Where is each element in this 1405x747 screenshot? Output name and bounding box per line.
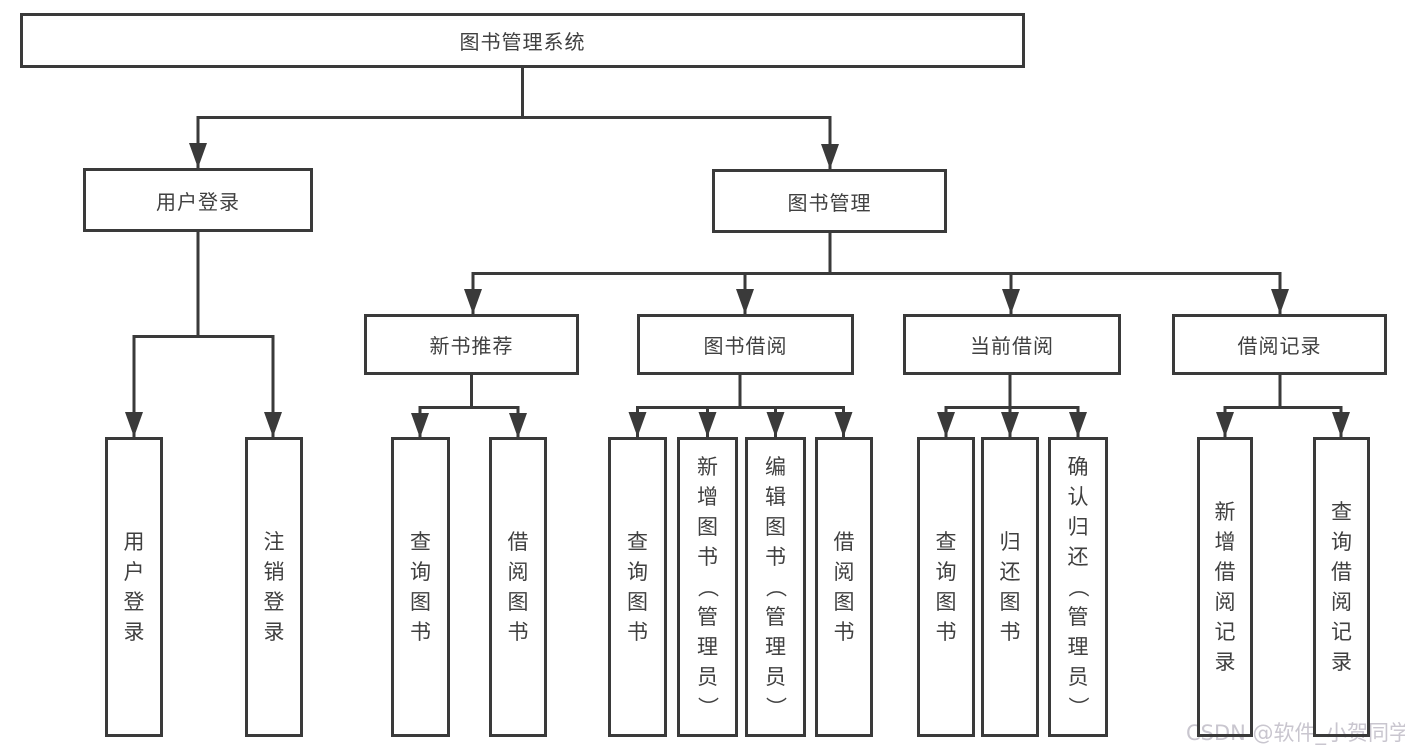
node-current-borrowing: 当前借阅 — [903, 314, 1121, 375]
leaf-query-books: 查询图书 — [608, 437, 667, 737]
node-book-management: 图书管理 — [712, 169, 947, 233]
leaf-query-books-recommend: 查询图书 — [391, 437, 450, 737]
node-borrowing-records: 借阅记录 — [1172, 314, 1387, 375]
leaf-logout: 注销登录 — [245, 437, 303, 737]
leaf-user-login: 用户登录 — [105, 437, 163, 737]
csdn-watermark: CSDN @软件_小贺同学 — [1186, 721, 1405, 745]
node-book-borrowing: 图书借阅 — [637, 314, 854, 375]
node-user-login: 用户登录 — [83, 168, 313, 232]
node-library-management-system: 图书管理系统 — [20, 13, 1025, 68]
leaf-return-books: 归还图书 — [981, 437, 1039, 737]
leaf-add-borrow-record: 新增借阅记录 — [1197, 437, 1253, 737]
leaf-add-books-admin: 新增图书（管理员） — [677, 437, 738, 737]
leaf-query-borrow-record: 查询借阅记录 — [1313, 437, 1370, 737]
leaf-confirm-return-admin: 确认归还（管理员） — [1048, 437, 1108, 737]
leaf-borrow-books-recommend: 借阅图书 — [489, 437, 547, 737]
leaf-query-books-current: 查询图书 — [917, 437, 975, 737]
leaf-borrow-books: 借阅图书 — [815, 437, 873, 737]
leaf-edit-books-admin: 编辑图书（管理员） — [745, 437, 806, 737]
node-new-book-recommend: 新书推荐 — [364, 314, 579, 375]
